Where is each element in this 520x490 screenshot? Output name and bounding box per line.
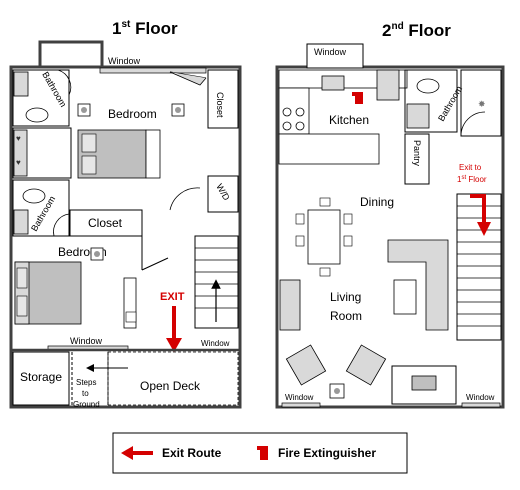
svg-text:✸: ✸ — [478, 99, 486, 109]
svg-text:Living: Living — [330, 290, 361, 304]
pantry — [404, 133, 430, 185]
svg-text:Window: Window — [108, 56, 141, 66]
svg-text:Room: Room — [330, 309, 362, 323]
legend: Exit Route Fire Extinguisher — [112, 432, 408, 474]
svg-text:Kitchen: Kitchen — [329, 113, 369, 127]
svg-text:Window: Window — [201, 339, 230, 348]
fire-extinguisher-icon — [352, 92, 363, 104]
bedroom-top: Bedroom — [77, 71, 207, 179]
open-deck — [107, 351, 239, 406]
bedroom-bottom: Bedroom — [14, 236, 169, 329]
svg-text:Closet: Closet — [88, 216, 123, 230]
svg-text:Exit Route: Exit Route — [162, 446, 222, 460]
kitchen: Kitchen — [278, 69, 408, 165]
svg-text:Pantry: Pantry — [412, 140, 422, 167]
second-floor-plan: Window Kitchen Bathroom Pan — [275, 43, 505, 409]
svg-text:Closet: Closet — [215, 92, 225, 118]
exit-arrow-second — [470, 194, 486, 226]
fire-extinguisher-legend-icon — [257, 446, 268, 460]
exit-label: EXIT — [160, 291, 185, 303]
svg-text:Fire Extinguisher: Fire Extinguisher — [278, 446, 376, 460]
svg-text:to: to — [82, 389, 89, 398]
storage-room — [12, 351, 70, 406]
first-floor-title: 1st Floor — [112, 19, 178, 38]
svg-text:Window: Window — [285, 393, 314, 402]
svg-text:1st Floor: 1st Floor — [457, 175, 487, 184]
svg-text:Steps: Steps — [76, 378, 96, 387]
svg-text:Bathroom: Bathroom — [40, 70, 68, 109]
svg-text:Window: Window — [70, 336, 103, 346]
svg-text:Bedroom: Bedroom — [108, 107, 157, 121]
second-floor-title: 2nd Floor — [382, 21, 451, 40]
washer-dryer — [207, 175, 239, 213]
first-floor-plan: Window Bathroom Bedroom ♥ ♥ — [9, 40, 242, 409]
svg-text:♥: ♥ — [16, 158, 21, 167]
window-top-2 — [306, 43, 364, 69]
closet-middle — [69, 209, 143, 237]
dining-table — [295, 197, 353, 277]
svg-text:Bathroom: Bathroom — [436, 84, 464, 123]
staircase-first: Window — [194, 235, 239, 348]
window-top — [99, 67, 207, 74]
svg-text:Window: Window — [314, 47, 347, 57]
svg-text:Window: Window — [466, 393, 495, 402]
svg-text:Exit to: Exit to — [459, 163, 482, 172]
bathroom-top: Bathroom — [12, 69, 72, 127]
svg-text:Ground: Ground — [73, 400, 100, 409]
svg-text:Open Deck: Open Deck — [140, 379, 201, 393]
armchairs — [285, 344, 387, 399]
bathroom-second: Bathroom — [404, 69, 464, 133]
closet-right — [207, 69, 239, 129]
bathroom-bottom: Bathroom — [12, 179, 70, 237]
staircase-second — [456, 193, 502, 341]
sofa — [387, 239, 449, 331]
svg-text:♥: ♥ — [16, 134, 21, 143]
svg-text:Dining: Dining — [360, 195, 394, 209]
svg-text:Storage: Storage — [20, 370, 62, 384]
